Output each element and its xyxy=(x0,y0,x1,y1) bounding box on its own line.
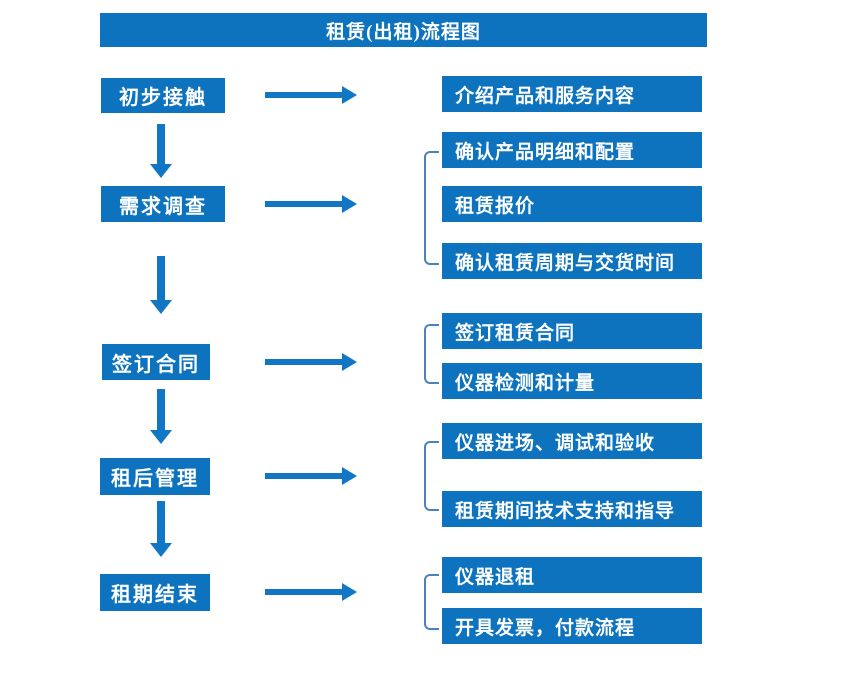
down-arrow-shaft xyxy=(157,389,165,431)
group-bracket-demand-survey xyxy=(424,151,439,265)
detail-box-confirm-product-details: 确认产品明细和配置 xyxy=(442,132,702,168)
right-arrow-head xyxy=(342,467,357,485)
step-box-initial-contact: 初步接触 xyxy=(101,78,225,113)
down-arrow-4 xyxy=(150,501,172,557)
down-arrow-head xyxy=(150,430,172,444)
right-arrow-3 xyxy=(265,352,357,372)
right-arrow-1 xyxy=(265,85,357,105)
right-arrow-shaft xyxy=(265,589,344,595)
right-arrow-shaft xyxy=(265,92,344,98)
step-box-sign-contract: 签订合同 xyxy=(102,344,210,380)
step-box-post-rental-management: 租后管理 xyxy=(100,458,210,495)
down-arrow-2 xyxy=(150,256,172,314)
right-arrow-head xyxy=(342,583,357,601)
step-box-demand-survey: 需求调查 xyxy=(101,186,225,222)
down-arrow-head xyxy=(150,543,172,557)
right-arrow-shaft xyxy=(265,201,344,207)
down-arrow-shaft xyxy=(157,256,165,301)
group-bracket-rental-end xyxy=(424,574,439,630)
right-arrow-5 xyxy=(265,582,357,602)
detail-box-introduce-products: 介绍产品和服务内容 xyxy=(442,76,702,112)
down-arrow-3 xyxy=(150,389,172,444)
down-arrow-1 xyxy=(150,124,172,178)
detail-box-rental-quote: 租赁报价 xyxy=(442,186,702,222)
flowchart-title: 租赁(出租)流程图 xyxy=(100,13,707,47)
down-arrow-head xyxy=(150,164,172,178)
down-arrow-shaft xyxy=(157,501,165,544)
group-bracket-post-rental xyxy=(424,441,439,511)
detail-box-instrument-testing: 仪器检测和计量 xyxy=(442,363,702,399)
detail-box-instrument-return: 仪器退租 xyxy=(442,557,702,593)
right-arrow-4 xyxy=(265,466,357,486)
right-arrow-head xyxy=(342,195,357,213)
group-bracket-sign-contract xyxy=(424,324,439,384)
down-arrow-head xyxy=(150,300,172,314)
right-arrow-head xyxy=(342,86,357,104)
right-arrow-shaft xyxy=(265,359,344,365)
detail-box-technical-support: 租赁期间技术支持和指导 xyxy=(442,491,702,527)
right-arrow-shaft xyxy=(265,473,344,479)
detail-box-confirm-rental-period: 确认租赁周期与交货时间 xyxy=(442,243,702,279)
detail-box-instrument-entry-acceptance: 仪器进场、调试和验收 xyxy=(442,423,702,459)
right-arrow-2 xyxy=(265,194,357,214)
step-box-rental-end: 租期结束 xyxy=(100,574,210,611)
down-arrow-shaft xyxy=(157,124,165,165)
detail-box-sign-rental-contract: 签订租赁合同 xyxy=(442,313,702,349)
right-arrow-head xyxy=(342,353,357,371)
detail-box-invoice-payment: 开具发票，付款流程 xyxy=(442,608,702,644)
